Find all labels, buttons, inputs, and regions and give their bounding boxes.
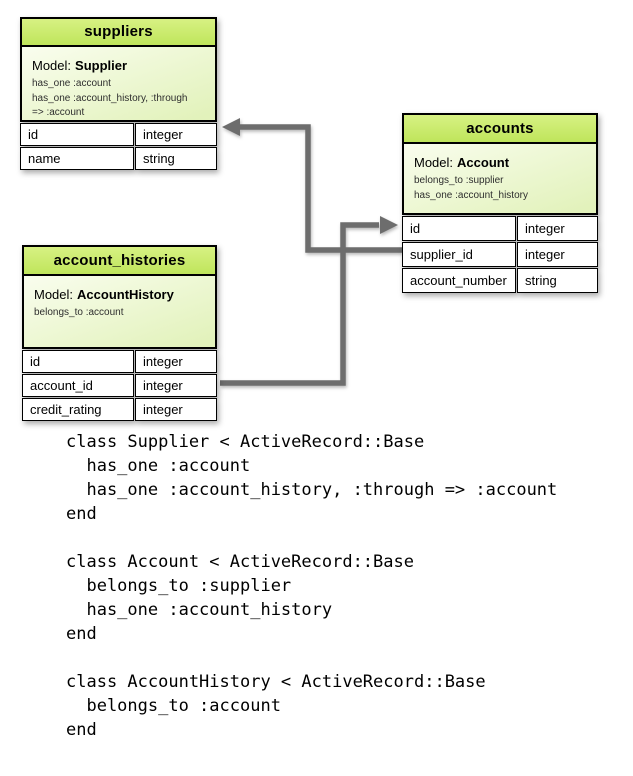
table-account-histories-model-section: Model:AccountHistory belongs_to :account — [24, 276, 215, 347]
field-type: integer — [517, 216, 598, 241]
code-line: belongs_to :account — [66, 696, 281, 716]
field-name: name — [20, 147, 134, 170]
field-type: integer — [135, 398, 217, 421]
table-suppliers: suppliers Model:Supplier has_one :accoun… — [20, 17, 217, 170]
code-block-account-history: class AccountHistory < ActiveRecord::Bas… — [66, 670, 557, 742]
table-account-histories: account_histories Model:AccountHistory b… — [22, 245, 217, 421]
code-line: class Account < ActiveRecord::Base — [66, 552, 414, 572]
connector-account-histories-account-id-to-accounts-id — [220, 216, 398, 386]
association-line: has_one :account_history, :through — [32, 92, 188, 104]
connector-accounts-supplier-id-to-suppliers-id — [222, 118, 402, 253]
association-line: => :account — [32, 107, 85, 118]
code-line: class Supplier < ActiveRecord::Base — [66, 432, 425, 452]
field-type: integer — [135, 374, 217, 397]
code-line: end — [66, 720, 97, 740]
code-line: has_one :account — [66, 456, 251, 476]
model-line: Model:AccountHistory — [34, 287, 205, 302]
code-line: has_one :account_history — [66, 600, 333, 620]
association-line: belongs_to :supplier — [414, 175, 504, 186]
table-accounts-rows: id integer supplier_id integer account_n… — [402, 216, 598, 293]
table-accounts-box: accounts Model:Account belongs_to :suppl… — [402, 113, 598, 215]
model-name: AccountHistory — [77, 287, 174, 302]
association-line: has_one :account_history — [414, 189, 528, 201]
field-name: id — [402, 216, 516, 241]
association-line: has_one :account — [32, 78, 111, 89]
field-type: string — [135, 147, 217, 170]
code-block-supplier: class Supplier < ActiveRecord::Base has_… — [66, 430, 557, 526]
table-accounts-model-section: Model:Account belongs_to :supplier has_o… — [404, 144, 596, 213]
field-type: string — [517, 268, 598, 293]
code-snippet: class Supplier < ActiveRecord::Base has_… — [66, 430, 557, 766]
field-type: integer — [517, 242, 598, 267]
field-name: credit_rating — [22, 398, 134, 421]
code-line: class AccountHistory < ActiveRecord::Bas… — [66, 672, 486, 692]
code-line: belongs_to :supplier — [66, 576, 292, 596]
code-line: end — [66, 624, 97, 644]
model-label: Model: — [32, 58, 72, 73]
table-accounts-title: accounts — [404, 115, 596, 144]
field-name: supplier_id — [402, 242, 516, 267]
model-name: Account — [457, 155, 510, 170]
association-line: belongs_to :account — [34, 307, 124, 318]
code-line: end — [66, 504, 97, 524]
table-suppliers-rows: id integer name string — [20, 123, 217, 170]
field-type: integer — [135, 123, 217, 146]
field-name: account_number — [402, 268, 516, 293]
model-label: Model: — [34, 287, 74, 302]
field-name: id — [20, 123, 134, 146]
model-line: Model:Account — [414, 155, 586, 170]
model-line: Model:Supplier — [32, 58, 205, 73]
code-line: has_one :account_history, :through => :a… — [66, 480, 558, 500]
model-name: Supplier — [75, 58, 128, 73]
table-accounts: accounts Model:Account belongs_to :suppl… — [402, 113, 598, 293]
table-suppliers-model-section: Model:Supplier has_one :account has_one … — [22, 47, 215, 120]
table-account-histories-title: account_histories — [24, 247, 215, 276]
field-type: integer — [135, 350, 217, 373]
table-suppliers-title: suppliers — [22, 19, 215, 47]
code-block-account: class Account < ActiveRecord::Base belon… — [66, 550, 557, 646]
model-label: Model: — [414, 155, 454, 170]
field-name: id — [22, 350, 134, 373]
table-account-histories-box: account_histories Model:AccountHistory b… — [22, 245, 217, 349]
field-name: account_id — [22, 374, 134, 397]
table-suppliers-box: suppliers Model:Supplier has_one :accoun… — [20, 17, 217, 122]
table-account-histories-rows: id integer account_id integer credit_rat… — [22, 350, 217, 421]
